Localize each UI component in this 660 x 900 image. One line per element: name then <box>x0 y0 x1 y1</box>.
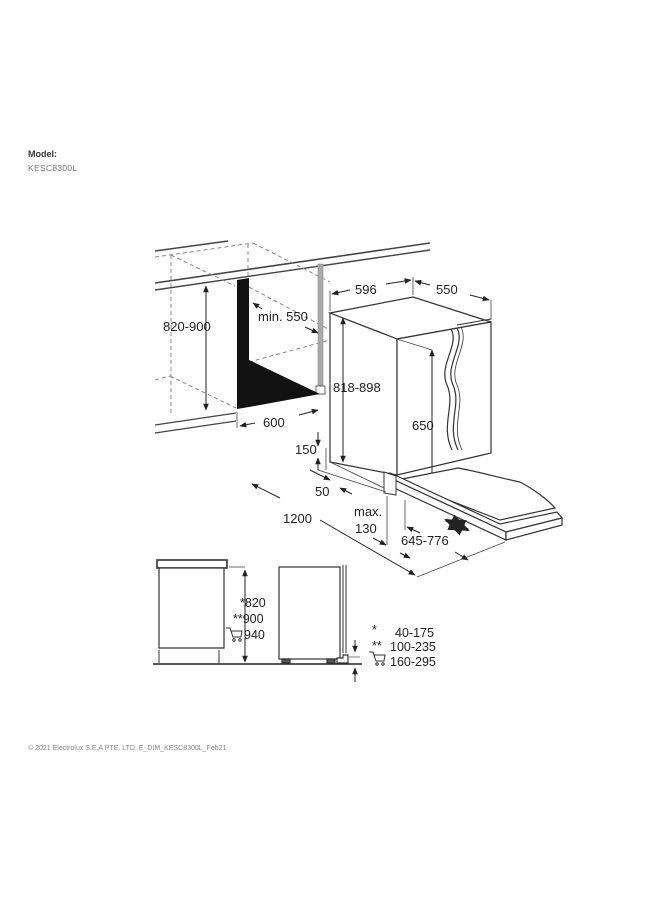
niche-outline <box>154 240 431 434</box>
plinth-range-2: 100-235 <box>390 640 436 654</box>
dim-max-label: max. <box>354 504 382 519</box>
model-number: KESC8300L <box>28 163 78 173</box>
side-height-1: *820 <box>240 596 266 610</box>
dim-appliance-depth: 550 <box>436 282 458 297</box>
dim-plinth-height: 150 <box>295 442 317 457</box>
side-height-3: 940 <box>244 628 265 642</box>
cart-icon <box>226 627 243 642</box>
dim-inner-height: 650 <box>412 418 434 433</box>
dim-door-swing: 1200 <box>283 511 312 526</box>
side-view-cabinet <box>156 559 228 663</box>
copyright-footer: © 2021 Electrolux S.E.A PTE. LTD. E_DIM_… <box>28 745 227 752</box>
dim-niche-height: 820-900 <box>163 319 211 334</box>
dishwasher-body <box>327 296 492 476</box>
dim-min-depth: min. 550 <box>258 309 308 324</box>
cart-icon <box>369 651 386 666</box>
dim-max-value: 130 <box>355 521 377 536</box>
side-view-dishwasher <box>278 565 349 664</box>
plinth-range-3: 160-295 <box>390 655 436 669</box>
dim-door-range: 645-776 <box>401 533 449 548</box>
side-height-2: **900 <box>233 612 264 626</box>
door-panel-edge <box>444 328 454 451</box>
dim-plinth-offset: 50 <box>315 484 329 499</box>
niche-wall-shadow <box>237 278 320 409</box>
plinth-range-1-marker: * <box>372 623 377 637</box>
open-door <box>389 467 564 541</box>
model-label: Model: <box>28 149 57 159</box>
dim-niche-width: 600 <box>263 415 285 430</box>
dim-appliance-width: 596 <box>355 282 377 297</box>
plinth-range-1: 40-175 <box>395 626 434 640</box>
dim-appliance-height: 818-898 <box>333 380 381 395</box>
plinth-range-2-marker: ** <box>372 639 382 653</box>
